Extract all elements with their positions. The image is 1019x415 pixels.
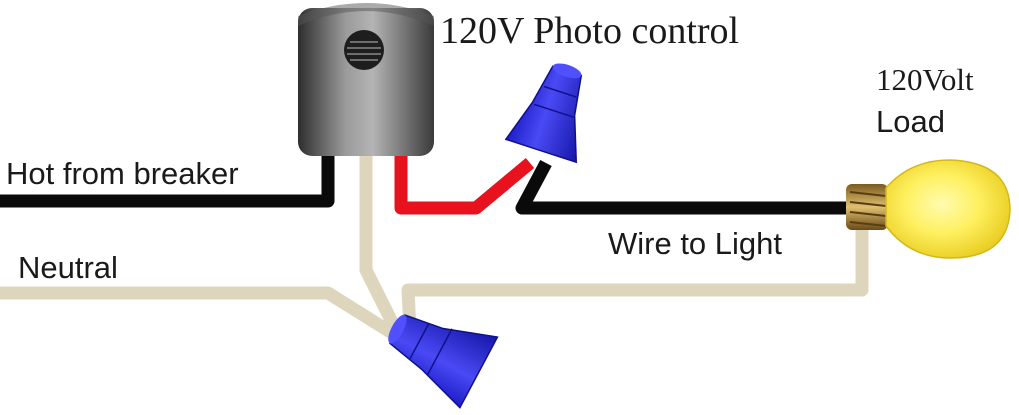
wire-nut-upper-icon [504,63,583,164]
hot-from-breaker-label: Hot from breaker [6,156,239,191]
hot-wire [0,150,335,208]
load-label-line2: Load [876,104,945,139]
wire-nut-lower-icon [388,314,499,409]
diagram-title: 120V Photo control [440,10,740,52]
wire-to-light [515,159,848,215]
wire-to-light-label: Wire to Light [608,226,783,261]
neutral-label: Neutral [18,250,118,285]
red-wire [394,148,535,215]
load-label-line1: 120Volt [876,62,974,97]
photo-control-icon [298,3,434,156]
light-bulb-icon [846,159,1011,259]
neutral-wire [0,143,869,345]
